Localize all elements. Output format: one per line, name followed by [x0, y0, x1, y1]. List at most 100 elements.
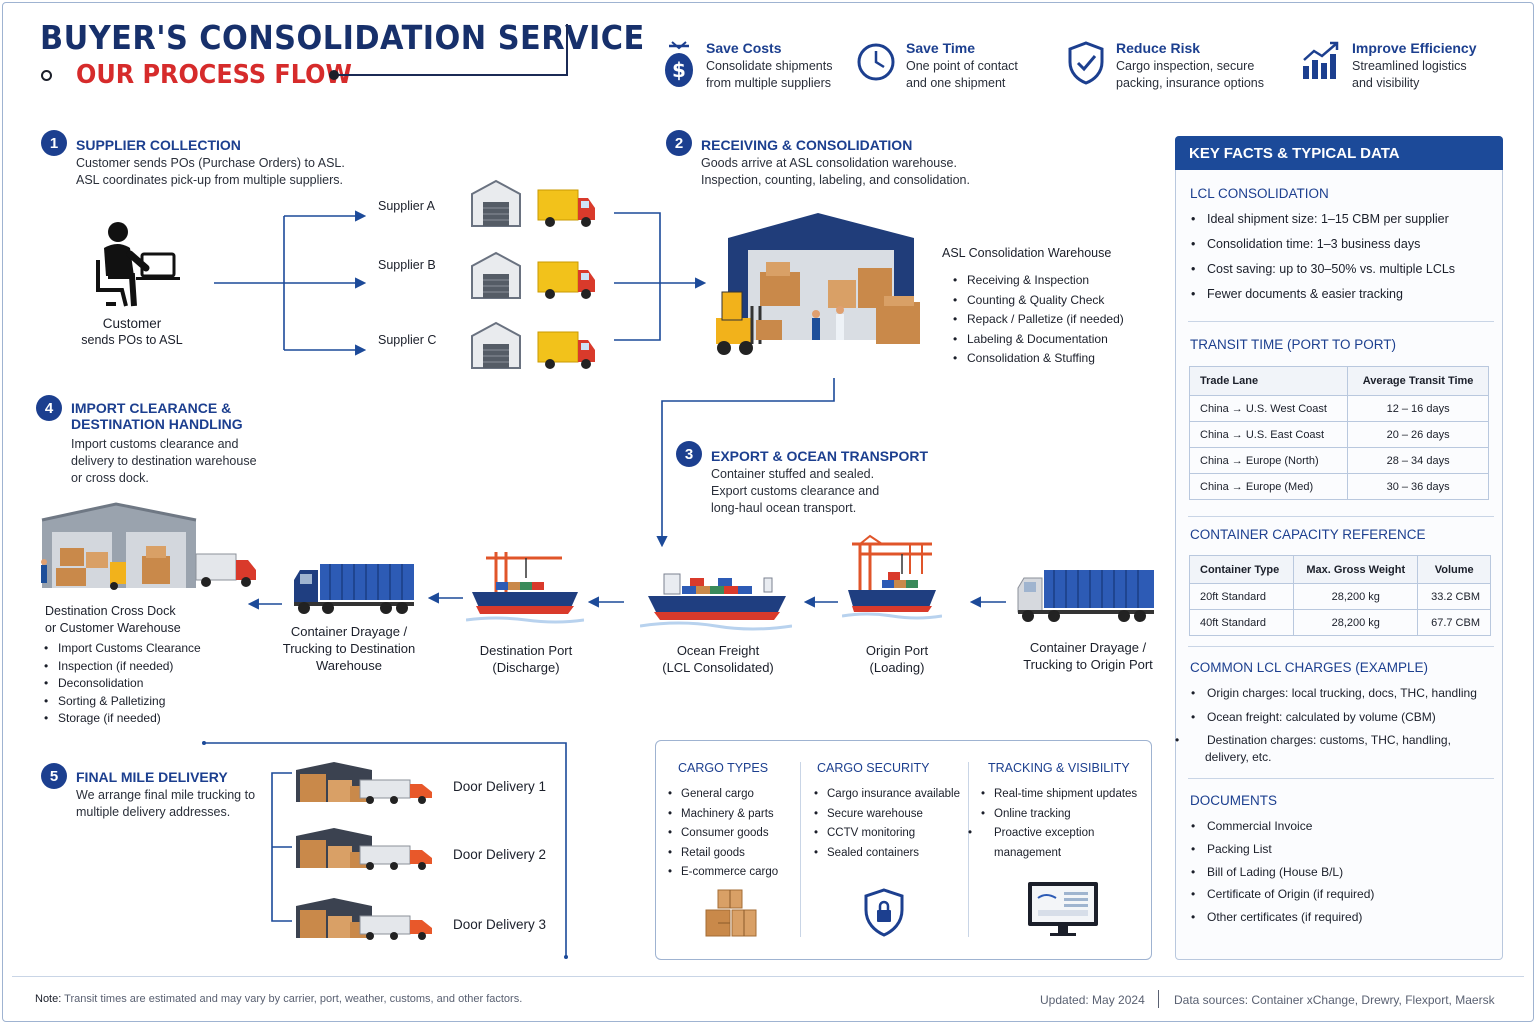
- tracking-title: TRACKING & VISIBILITY: [988, 761, 1130, 775]
- door-delivery-3-icon: [296, 898, 432, 940]
- documents-title: DOCUMENTS: [1190, 793, 1277, 808]
- list-item: Cargo insurance available: [814, 785, 960, 805]
- step-4-desc-line: delivery to destination warehouse: [71, 454, 257, 468]
- step-4-desc-line: or cross dock.: [71, 471, 149, 485]
- origin-port-label: Origin Port (Loading): [846, 642, 948, 676]
- table-header: Max. Gross Weight: [1293, 555, 1419, 584]
- list-item: General cargo: [668, 785, 778, 805]
- table-header: Average Transit Time: [1347, 366, 1489, 396]
- list-item: Deconsolidation: [44, 675, 201, 693]
- supplier-b-label: Supplier B: [378, 258, 436, 272]
- step-4-desc-line: Import customs clearance and: [71, 437, 239, 451]
- step-4-title-line: DESTINATION HANDLING: [71, 416, 243, 432]
- door-delivery-3-label: Door Delivery 3: [453, 917, 547, 932]
- table-cell: 20ft Standard: [1188, 583, 1295, 610]
- table-row: China → Europe (Med)30 – 36 days: [1188, 473, 1489, 500]
- destination-drayage-truck-icon: [294, 564, 414, 614]
- label-line: Container Drayage /: [290, 624, 408, 639]
- ocean-freight-label: Ocean Freight (LCL Consolidated): [650, 642, 786, 676]
- list-item: Ocean freight: calculated by volume (CBM…: [1189, 706, 1489, 730]
- list-item: Packing List: [1189, 838, 1374, 861]
- step-3-desc: Container stuffed and sealed. Export cus…: [711, 466, 879, 517]
- table-cell: China → U.S. West Coast: [1188, 395, 1349, 422]
- list-item: Destination charges: customs, THC, handl…: [1189, 732, 1489, 766]
- benefit-desc: One point of contact: [906, 59, 1018, 73]
- ocean-freight-ship-icon: [640, 573, 792, 631]
- label-line: (LCL Consolidated): [662, 660, 774, 675]
- table-header-row: Container Type Max. Gross Weight Volume: [1188, 555, 1491, 584]
- list-item: Consumer goods: [668, 824, 778, 844]
- list-item: Sealed containers: [814, 844, 960, 864]
- label-line: Origin Port: [865, 643, 929, 658]
- monitor-icon: [1028, 882, 1098, 936]
- step-5-desc-line: multiple delivery addresses.: [76, 805, 231, 819]
- label-line: Trucking to Destination: [282, 641, 416, 656]
- cargo-types-list: General cargo Machinery & parts Consumer…: [668, 785, 778, 883]
- customer-computer-icon: [96, 222, 180, 307]
- list-item: Import Customs Clearance: [44, 640, 201, 658]
- benefit-title: Reduce Risk: [1116, 40, 1201, 56]
- container-table: Container Type Max. Gross Weight Volume …: [1188, 555, 1491, 636]
- door-delivery-2-label: Door Delivery 2: [453, 847, 547, 862]
- footer-divider: [12, 976, 1524, 977]
- benefit-save-time: Save Time One point of contact and one s…: [856, 40, 1018, 92]
- label-line: Ocean Freight: [676, 643, 760, 658]
- list-item: E-commerce cargo: [668, 863, 778, 883]
- benefit-save-costs: $ Save Costs Consolidate shipments from …: [662, 40, 832, 92]
- svg-text:$: $: [672, 58, 686, 82]
- list-item: Fewer documents & easier tracking: [1189, 282, 1455, 307]
- boxes-icon: [705, 889, 757, 937]
- step-3-badge: 3: [676, 441, 702, 467]
- benefit-desc: and visibility: [1352, 76, 1420, 90]
- label-line: Trucking to Origin Port: [1023, 657, 1153, 672]
- step-1-badge: 1: [41, 130, 67, 156]
- destination-task-list: Import Customs Clearance Inspection (if …: [44, 640, 201, 728]
- table-cell: 20 – 26 days: [1347, 421, 1489, 448]
- origin-drayage-label: Container Drayage / Trucking to Origin P…: [1010, 639, 1166, 673]
- footer-separator: [1158, 990, 1159, 1008]
- label-line: Destination Port: [479, 643, 573, 658]
- list-item: Commercial Invoice: [1189, 815, 1374, 838]
- benefit-desc: from multiple suppliers: [706, 76, 832, 90]
- title-dot-right: [329, 70, 339, 80]
- customer-label-title: Customer: [102, 316, 162, 331]
- benefit-title: Save Time: [906, 40, 976, 56]
- label-line: or Customer Warehouse: [45, 621, 181, 635]
- door-delivery-1-icon: [296, 762, 432, 804]
- list-item: Real-time shipment updates: [981, 785, 1141, 805]
- step-4-desc: Import customs clearance and delivery to…: [71, 436, 257, 487]
- destination-drayage-label: Container Drayage / Trucking to Destinat…: [276, 623, 422, 674]
- benefit-reduce-risk: Reduce Risk Cargo inspection, secure pac…: [1066, 40, 1264, 92]
- benefit-desc: Streamlined logistics: [1352, 59, 1467, 73]
- shield-check-icon: [1068, 41, 1104, 85]
- container-title: CONTAINER CAPACITY REFERENCE: [1190, 527, 1426, 542]
- step-2-badge: 2: [666, 130, 692, 156]
- step-5-desc: We arrange final mile trucking to multip…: [76, 787, 255, 821]
- title-dot-left: [41, 70, 52, 81]
- step-4-title-line: IMPORT CLEARANCE &: [71, 400, 232, 416]
- list-item: Secure warehouse: [814, 805, 960, 825]
- benefit-improve-efficiency: Improve Efficiency Streamlined logistics…: [1300, 40, 1477, 92]
- divider: [1188, 321, 1494, 322]
- page-title: BUYER'S CONSOLIDATION SERVICE: [40, 18, 645, 57]
- list-item: Consolidation time: 1–3 business days: [1189, 232, 1455, 257]
- destination-port-label: Destination Port (Discharge): [470, 642, 582, 676]
- divider: [968, 762, 969, 937]
- label-line: Container Drayage /: [1029, 640, 1147, 655]
- step-1-title: SUPPLIER COLLECTION: [76, 137, 241, 153]
- step-3-title: EXPORT & OCEAN TRANSPORT: [711, 448, 929, 464]
- footer-updated: Updated: May 2024: [1040, 993, 1145, 1007]
- warehouse-task-list: Receiving & Inspection Counting & Qualit…: [953, 271, 1124, 369]
- table-cell: China → Europe (North): [1188, 447, 1349, 474]
- step-5-desc-line: We arrange final mile trucking to: [76, 788, 256, 802]
- table-cell: 40ft Standard: [1188, 609, 1295, 636]
- footer-note-label: Note:: [35, 993, 62, 1005]
- list-item: Labeling & Documentation: [953, 330, 1124, 350]
- table-cell: China → Europe (Med): [1188, 473, 1349, 500]
- step-3-desc-line: long-haul ocean transport.: [711, 501, 857, 515]
- footer-note-text: Transit times are estimated and may vary…: [64, 993, 523, 1005]
- step-3-desc-line: Container stuffed and sealed.: [711, 467, 875, 481]
- cargo-info-box: [655, 740, 1152, 960]
- list-item: CCTV monitoring: [814, 824, 960, 844]
